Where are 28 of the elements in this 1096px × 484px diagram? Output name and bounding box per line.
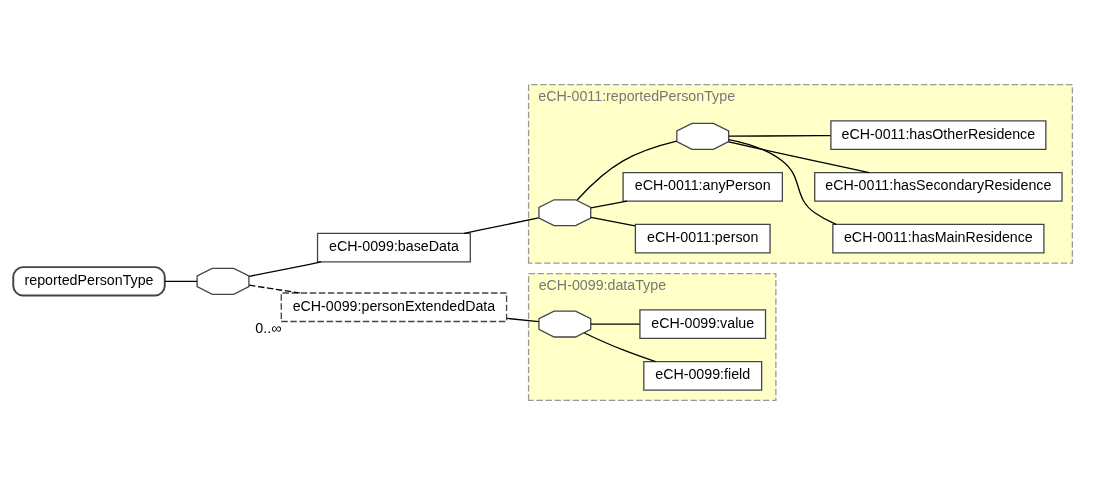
node-octagon — [538, 309, 592, 338]
node-box: eCH-0011:anyPerson — [622, 171, 783, 202]
node-box: eCH-0099:personExtendedData — [280, 291, 508, 322]
node-label: 0..∞ — [255, 319, 282, 336]
connector — [728, 134, 832, 137]
connector — [583, 331, 657, 362]
connector — [164, 280, 198, 282]
node-box: eCH-0011:hasMainResidence — [832, 223, 1045, 253]
connector — [590, 199, 628, 209]
connector — [576, 140, 678, 201]
connector — [463, 216, 540, 234]
node-box: eCH-0011:hasSecondaryResidence — [814, 171, 1063, 202]
connector — [590, 322, 641, 325]
node-octagon — [538, 198, 592, 226]
node-octagon — [196, 267, 250, 295]
node-box: eCH-0099:baseData — [316, 232, 471, 263]
connector — [248, 260, 322, 277]
node-box: eCH-0099:value — [639, 308, 767, 339]
node-box: reportedPersonType — [12, 265, 166, 297]
connector — [727, 140, 870, 173]
connector — [590, 216, 636, 227]
node-box: eCH-0011:hasOtherResidence — [830, 119, 1047, 150]
node-octagon — [676, 122, 730, 150]
node-box: eCH-0011:person — [634, 223, 771, 253]
connector — [248, 284, 301, 294]
connector — [728, 138, 837, 225]
node-box: eCH-0099:field — [643, 360, 763, 391]
connector — [506, 317, 540, 322]
